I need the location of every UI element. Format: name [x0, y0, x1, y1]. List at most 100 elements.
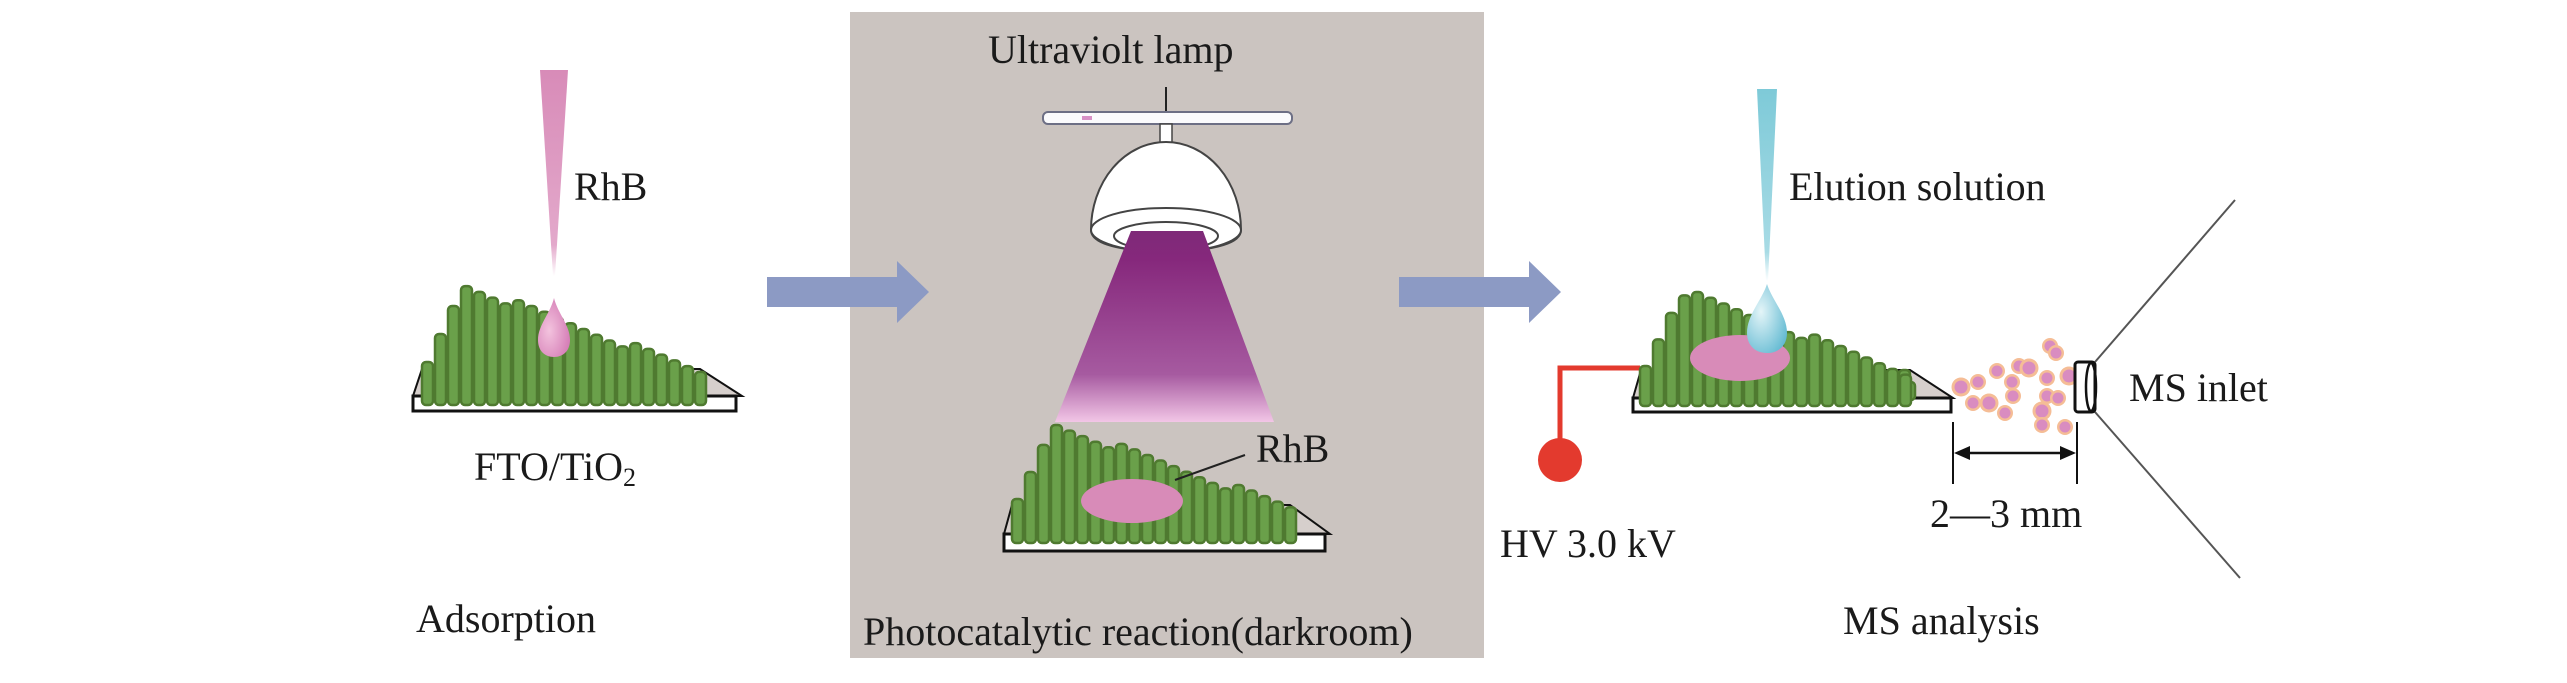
tio2-nanorod [1846, 350, 1861, 408]
spray-droplet [2062, 369, 2076, 383]
tio2-nanorod [667, 359, 682, 407]
ms-cone-upper [2094, 199, 2236, 363]
tio2-nanorod [589, 333, 604, 407]
ms-inlet-label: MS inlet [2129, 365, 2268, 410]
tio2-nanorod [472, 290, 487, 407]
spray-droplet [1999, 407, 2011, 419]
spray-droplet [2059, 421, 2071, 433]
distance-dimension: 2—3 mm [1930, 422, 2082, 536]
tio2-nanorod [1205, 481, 1220, 545]
tio2-nanorod [1010, 497, 1025, 545]
tio2-nanorod [1231, 483, 1246, 545]
tio2-nanorod [1244, 489, 1259, 545]
dimension-arrowhead-right [2060, 446, 2076, 460]
electrospray-droplets [1951, 338, 2079, 435]
spray-droplet [2052, 392, 2064, 404]
spray-droplet [2035, 404, 2049, 418]
flow-arrow-2 [1399, 261, 1561, 323]
tio2-nanorod [1023, 470, 1038, 545]
lamp-rail-mark [1082, 116, 1092, 120]
tio2-nanorod [1270, 500, 1285, 545]
lamp-rail [1042, 111, 1293, 125]
tio2-nanorod [498, 302, 513, 407]
tio2-nanorod [1820, 339, 1835, 408]
flow-arrow-1 [767, 261, 929, 323]
tio2-nanorod [511, 298, 526, 407]
tio2-nanorod [680, 364, 695, 407]
substrate-label-main: FTO/TiO [474, 444, 623, 489]
tio2-nanorod [1283, 505, 1298, 545]
rhb-leader-line [1174, 454, 1246, 481]
spray-droplet [2050, 347, 2062, 359]
tio2-nanorod-array [420, 284, 708, 407]
rhb-droplet [538, 298, 570, 357]
dimension-arrowhead-left [1954, 446, 1970, 460]
tio2-nanorod [433, 332, 448, 407]
spray-droplet [2006, 376, 2018, 388]
rhb-spot-label: RhB [1256, 426, 1329, 471]
tio2-nanorod [1218, 487, 1233, 545]
substrate-label: FTO/TiO2 [474, 444, 636, 492]
tio2-nanorod [1638, 364, 1653, 408]
elution-pipette [1757, 89, 1777, 281]
hv-voltage-label: HV 3.0 kV [1500, 521, 1676, 566]
tio2-nanorod [1179, 470, 1194, 545]
spray-droplet [2041, 372, 2053, 384]
spray-droplet [2007, 390, 2019, 402]
tio2-nanorod [446, 304, 461, 407]
tio2-nanorod [1807, 333, 1822, 408]
spray-droplet [2041, 390, 2053, 402]
tio2-nanorod [628, 341, 643, 407]
panel-caption-ms-analysis: MS analysis [1843, 598, 2040, 643]
substrate-label-subscript: 2 [623, 463, 636, 492]
tio2-nanorod [1898, 373, 1913, 408]
tio2-nanorod [1049, 423, 1064, 545]
tio2-nanorod [602, 339, 617, 407]
tio2-nanorod [1859, 356, 1874, 408]
spray-droplet [1972, 376, 1984, 388]
spray-droplet [1982, 396, 1996, 410]
tio2-nanorod [1062, 429, 1077, 545]
panel-adsorption: RhB FTO/TiO2 Adsorption [411, 70, 746, 641]
tio2-nanorod [1257, 494, 1272, 545]
hv-wire [1557, 365, 1640, 440]
uv-light-beam [1055, 231, 1274, 422]
tio2-nanorod [1872, 361, 1887, 408]
tio2-nanorod [524, 304, 539, 407]
tio2-nanorod [1192, 476, 1207, 545]
elution-droplet [1747, 284, 1787, 353]
tio2-nanorod [1885, 367, 1900, 408]
ms-inlet-orifice [2084, 361, 2098, 413]
ms-inlet-icon [2073, 199, 2241, 579]
spray-droplet [1954, 380, 1968, 394]
distance-label: 2—3 mm [1930, 491, 2082, 536]
spray-droplet [2022, 361, 2036, 375]
tio2-nanorod [459, 284, 474, 407]
tio2-nanorod [576, 327, 591, 407]
panel-caption-photocatalysis: Photocatalytic reaction(darkroom) [863, 609, 1413, 654]
rhb-pipette-label: RhB [574, 164, 647, 209]
hv-power-terminal-icon [1538, 438, 1582, 482]
tio2-nanorod [1664, 311, 1679, 408]
rhb-pipette [540, 70, 568, 276]
uv-lamp-label: Ultraviolt lamp [988, 27, 1234, 72]
tio2-nanorod [1833, 344, 1848, 408]
tio2-nanorod [485, 296, 500, 407]
tio2-nanorod [420, 360, 435, 407]
tio2-nanorod [615, 345, 630, 407]
ms-cone-lower [2094, 411, 2241, 579]
tio2-nanorod [1075, 434, 1090, 545]
panel-caption-adsorption: Adsorption [416, 596, 596, 641]
tio2-nanorod [1677, 294, 1692, 408]
tio2-nanorod [1794, 336, 1809, 408]
tio2-nanorod [1036, 443, 1051, 545]
spray-droplet [1991, 365, 2003, 377]
tio2-nanorod [693, 370, 708, 407]
tio2-nanorod [641, 347, 656, 407]
spray-droplet [2036, 419, 2048, 431]
panel-ms-analysis: HV 3.0 kV Elution solution 2—3 mm MS inl… [1500, 89, 2268, 643]
tio2-nanorod [1651, 338, 1666, 408]
panel-photocatalysis: Ultraviolt lamp RhB Photocatalytic react… [863, 27, 1413, 654]
